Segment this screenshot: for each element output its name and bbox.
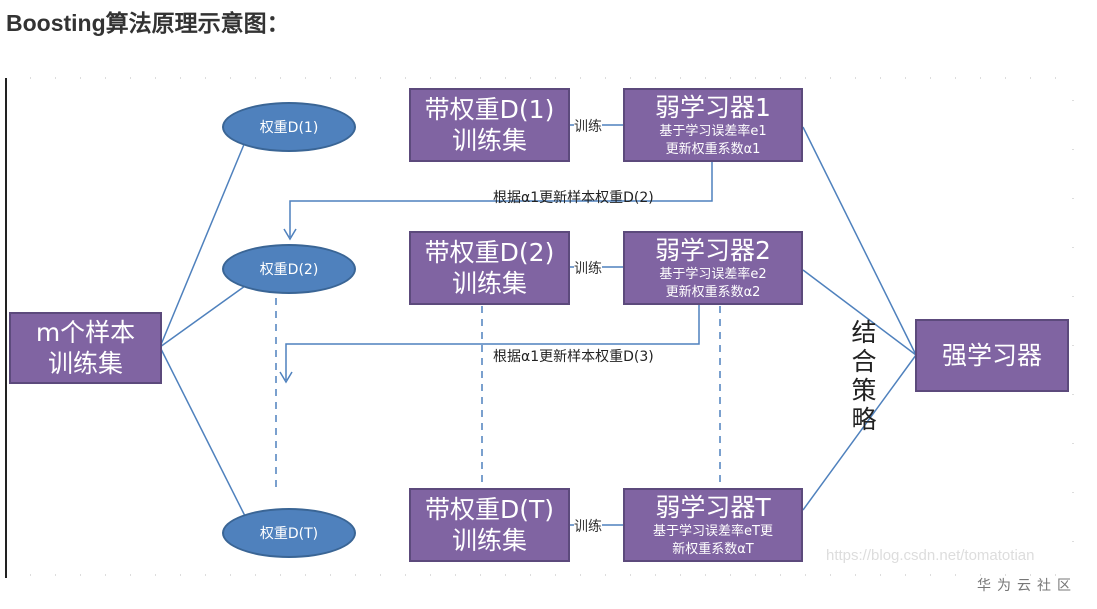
watermark: https://blog.csdn.net/tomatotian	[826, 547, 1035, 564]
train-label-2: 训练	[574, 258, 602, 278]
update-label-1: 根据α1更新样本权重D(2)	[493, 190, 654, 206]
train-set-2-line1: 带权重D(2)	[424, 238, 555, 267]
train-label-T: 训练	[574, 516, 602, 536]
sample-box-line2: 训练集	[47, 349, 123, 378]
sample-box-line1: m个样本	[35, 318, 136, 347]
strategy-char-2: 合	[851, 347, 877, 376]
link-learner1-strong	[802, 126, 917, 356]
page-title: Boosting算法原理示意图：	[6, 10, 290, 36]
weak-learner-T: 弱学习器T 基于学习误差率eT更 新权重系数αT	[623, 488, 803, 562]
train-set-T-line2: 训练集	[451, 526, 527, 555]
weak-learner-T-desc1: 基于学习误差率eT更	[653, 523, 773, 539]
link-learner2-strong	[802, 269, 917, 356]
weak-learner-1: 弱学习器1 基于学习误差率e1 更新权重系数α1	[623, 88, 803, 162]
footer-brand: 华为云社区	[977, 578, 1077, 594]
weak-learner-T-desc2: 新权重系数αT	[672, 541, 754, 557]
train-set-2-line2: 训练集	[451, 269, 527, 298]
strong-learner-box: 强学习器	[915, 319, 1069, 392]
train-set-1-line1: 带权重D(1)	[424, 95, 555, 124]
strategy-char-3: 策	[851, 376, 877, 405]
weak-learner-2: 弱学习器2 基于学习误差率e2 更新权重系数α2	[623, 231, 803, 305]
update-label-2: 根据α1更新样本权重D(3)	[493, 349, 654, 365]
weak-learner-T-name: 弱学习器T	[655, 492, 771, 522]
train-label-1: 训练	[574, 116, 602, 136]
weak-learner-2-desc2: 更新权重系数α2	[665, 284, 761, 300]
train-set-1: 带权重D(1) 训练集	[409, 88, 570, 162]
link-learnerT-strong	[802, 354, 917, 511]
weak-learner-2-desc1: 基于学习误差率e2	[659, 266, 767, 282]
feedback-1-arrowhead	[283, 228, 297, 241]
feedback-2	[285, 305, 700, 380]
train-set-T: 带权重D(T) 训练集	[409, 488, 570, 562]
weak-learner-2-name: 弱学习器2	[655, 235, 771, 265]
train-set-T-line1: 带权重D(T)	[424, 495, 555, 524]
train-set-1-line2: 训练集	[451, 126, 527, 155]
strategy-char-1: 结	[851, 318, 877, 347]
sample-box: m个样本 训练集	[9, 312, 162, 384]
feedback-1	[289, 162, 713, 237]
weight-ellipse-2: 权重D(2)	[222, 244, 356, 294]
strategy-label: 结 合 策 略	[849, 318, 879, 434]
link-sample-wT	[159, 346, 246, 517]
feedback-2-arrowhead	[279, 371, 293, 384]
weight-ellipse-T: 权重D(T)	[222, 508, 356, 558]
weight-ellipse-1: 权重D(1)	[222, 102, 356, 152]
strategy-char-4: 略	[851, 405, 877, 434]
link-sample-w1	[159, 141, 246, 348]
train-set-2: 带权重D(2) 训练集	[409, 231, 570, 305]
link-sample-w2	[159, 285, 246, 348]
weak-learner-1-desc1: 基于学习误差率e1	[659, 123, 767, 139]
weak-learner-1-name: 弱学习器1	[655, 92, 771, 122]
strong-learner-label: 强学习器	[941, 341, 1042, 370]
weak-learner-1-desc2: 更新权重系数α1	[665, 141, 761, 157]
